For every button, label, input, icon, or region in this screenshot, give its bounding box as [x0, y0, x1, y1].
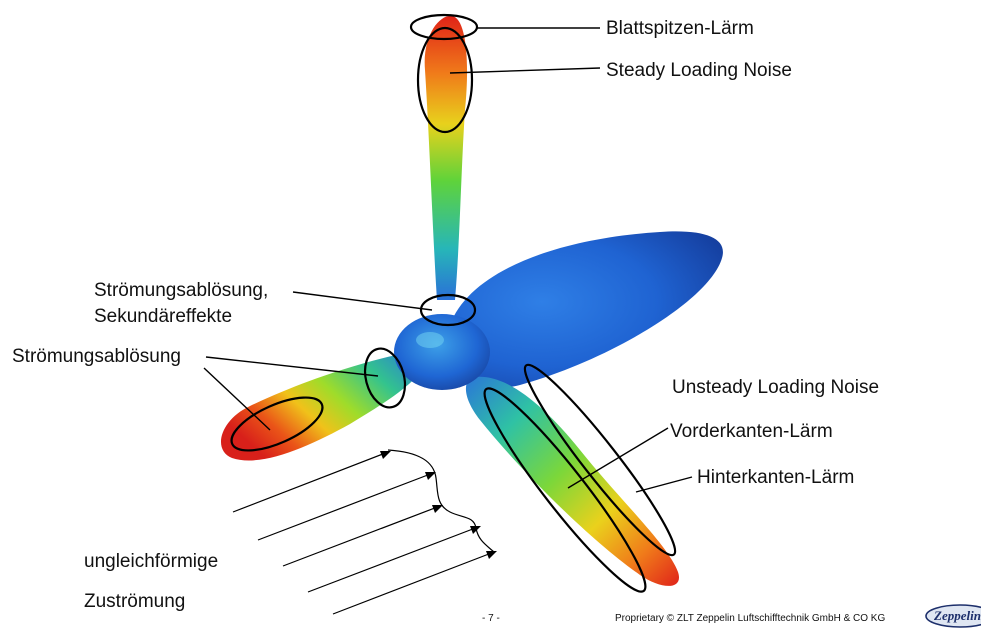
copyright-notice: Proprietary © ZLT Zeppelin Luftschifftec…: [615, 613, 885, 624]
label-inflow-2: Zuströmung: [84, 591, 185, 612]
leader-separation-secondary: [293, 292, 432, 310]
propeller-model: [221, 16, 723, 586]
label-separation-secondary-2: Sekundäreffekte: [94, 306, 232, 327]
footer: - 7 - Proprietary © ZLT Zeppelin Luftsch…: [482, 605, 981, 627]
label-inflow-1: ungleichförmige: [84, 551, 218, 572]
label-unsteady-loading-noise: Unsteady Loading Noise: [672, 377, 879, 398]
left-blade: [221, 352, 418, 460]
arrowhead: [432, 505, 443, 513]
right-blade: [466, 377, 679, 586]
label-separation-secondary-1: Strömungsablösung,: [94, 280, 268, 301]
label-trailing-edge-noise: Hinterkanten-Lärm: [697, 467, 854, 488]
top-blade: [425, 16, 467, 300]
label-blade-tip-noise: Blattspitzen-Lärm: [606, 18, 754, 39]
page-number: - 7 -: [482, 613, 500, 624]
label-steady-loading-noise: Steady Loading Noise: [606, 60, 792, 81]
leader-trailing-edge: [636, 477, 692, 492]
hub-highlight: [416, 332, 444, 348]
logo-text: Zeppelin: [933, 608, 981, 623]
inflow-profile-curve: [388, 450, 494, 552]
arrowhead: [486, 551, 497, 559]
zeppelin-logo: Zeppelin: [926, 605, 981, 627]
inflow-diagram: [233, 450, 497, 614]
leader-separation: [206, 357, 378, 376]
arrowhead: [380, 451, 391, 459]
label-separation: Strömungsablösung: [12, 346, 181, 367]
inflow-arrows: [233, 451, 497, 614]
label-leading-edge-noise: Vorderkanten-Lärm: [670, 421, 833, 442]
arrowhead: [425, 472, 436, 480]
arrowhead: [470, 526, 481, 534]
